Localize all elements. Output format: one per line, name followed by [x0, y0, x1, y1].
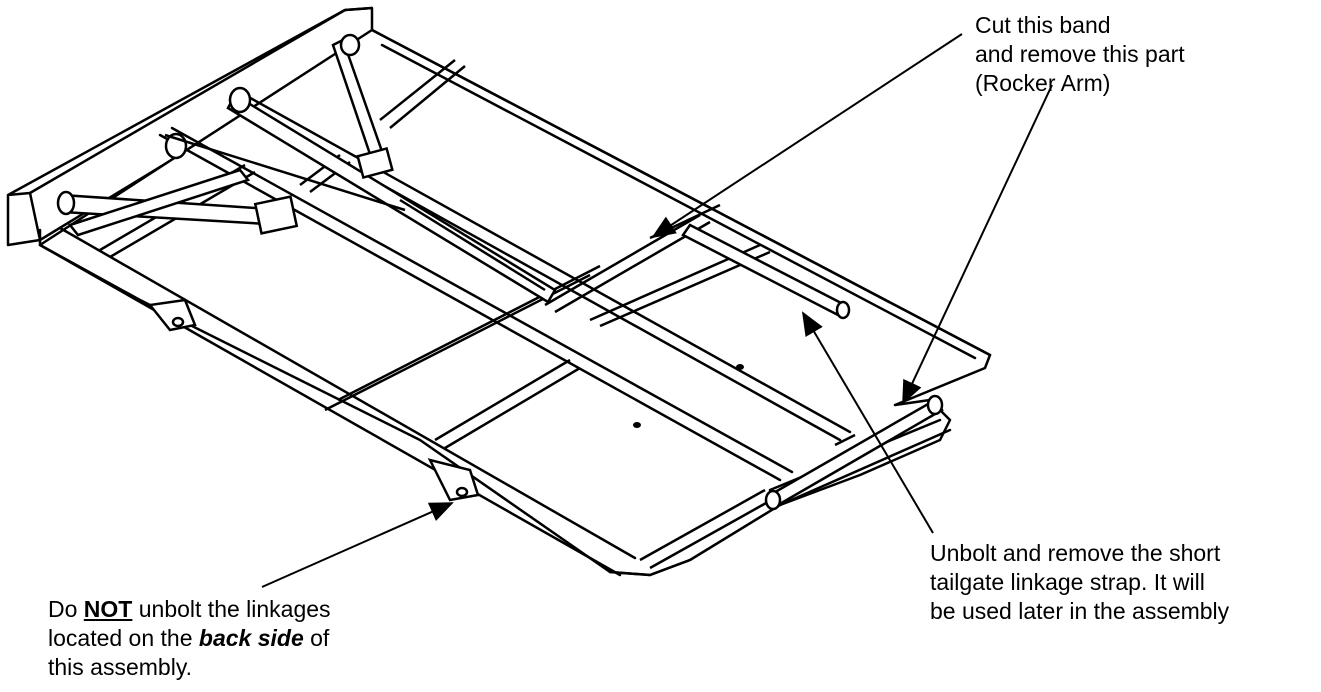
leader-rocker-arm: [902, 84, 1053, 405]
callout-do-not-unbolt: Do NOT unbolt the linkages located on th…: [48, 595, 331, 682]
callout-donot-line-2: located on the back side of: [48, 624, 331, 653]
rocker-arm: [164, 86, 557, 304]
callout-unbolt-line-1: Unbolt and remove the short: [930, 540, 1221, 566]
donot-line2-suffix: of: [303, 625, 330, 651]
callout-cut-line-3: (Rocker Arm): [975, 70, 1111, 96]
donot-not-emphasis: NOT: [83, 596, 133, 622]
donot-back-side-emphasis: back side: [198, 625, 304, 651]
callout-donot-line-1: Do NOT unbolt the linkages: [48, 595, 331, 624]
callout-cut-band: Cut this band and remove this part (Rock…: [975, 11, 1185, 98]
donot-prefix: Do: [48, 596, 84, 622]
tailgate-strap: [681, 223, 851, 320]
leader-strap: [801, 311, 934, 534]
bed-platform: [38, 28, 992, 577]
leader-linkages: [261, 502, 454, 588]
callout-unbolt-line-2: tailgate linkage strap. It will: [930, 569, 1205, 595]
donot-line2-prefix: located on the: [48, 625, 199, 651]
bolt-holes: [633, 364, 744, 428]
callout-cut-line-2: and remove this part: [975, 41, 1185, 67]
leader-cut-band: [651, 33, 963, 239]
tailgate-tube: [764, 394, 944, 511]
end-cap-block: [6, 6, 374, 247]
donot-suffix: unbolt the linkages: [132, 596, 331, 622]
callout-unbolt-strap: Unbolt and remove the short tailgate lin…: [930, 539, 1229, 626]
callout-donot-line-3: this assembly.: [48, 654, 193, 680]
callout-cut-line-1: Cut this band: [975, 12, 1111, 38]
callout-unbolt-line-3: be used later in the assembly: [930, 598, 1230, 624]
bottom-brackets: [147, 298, 480, 502]
linkage-arms: [56, 33, 394, 237]
leader-lines: [261, 33, 1053, 588]
